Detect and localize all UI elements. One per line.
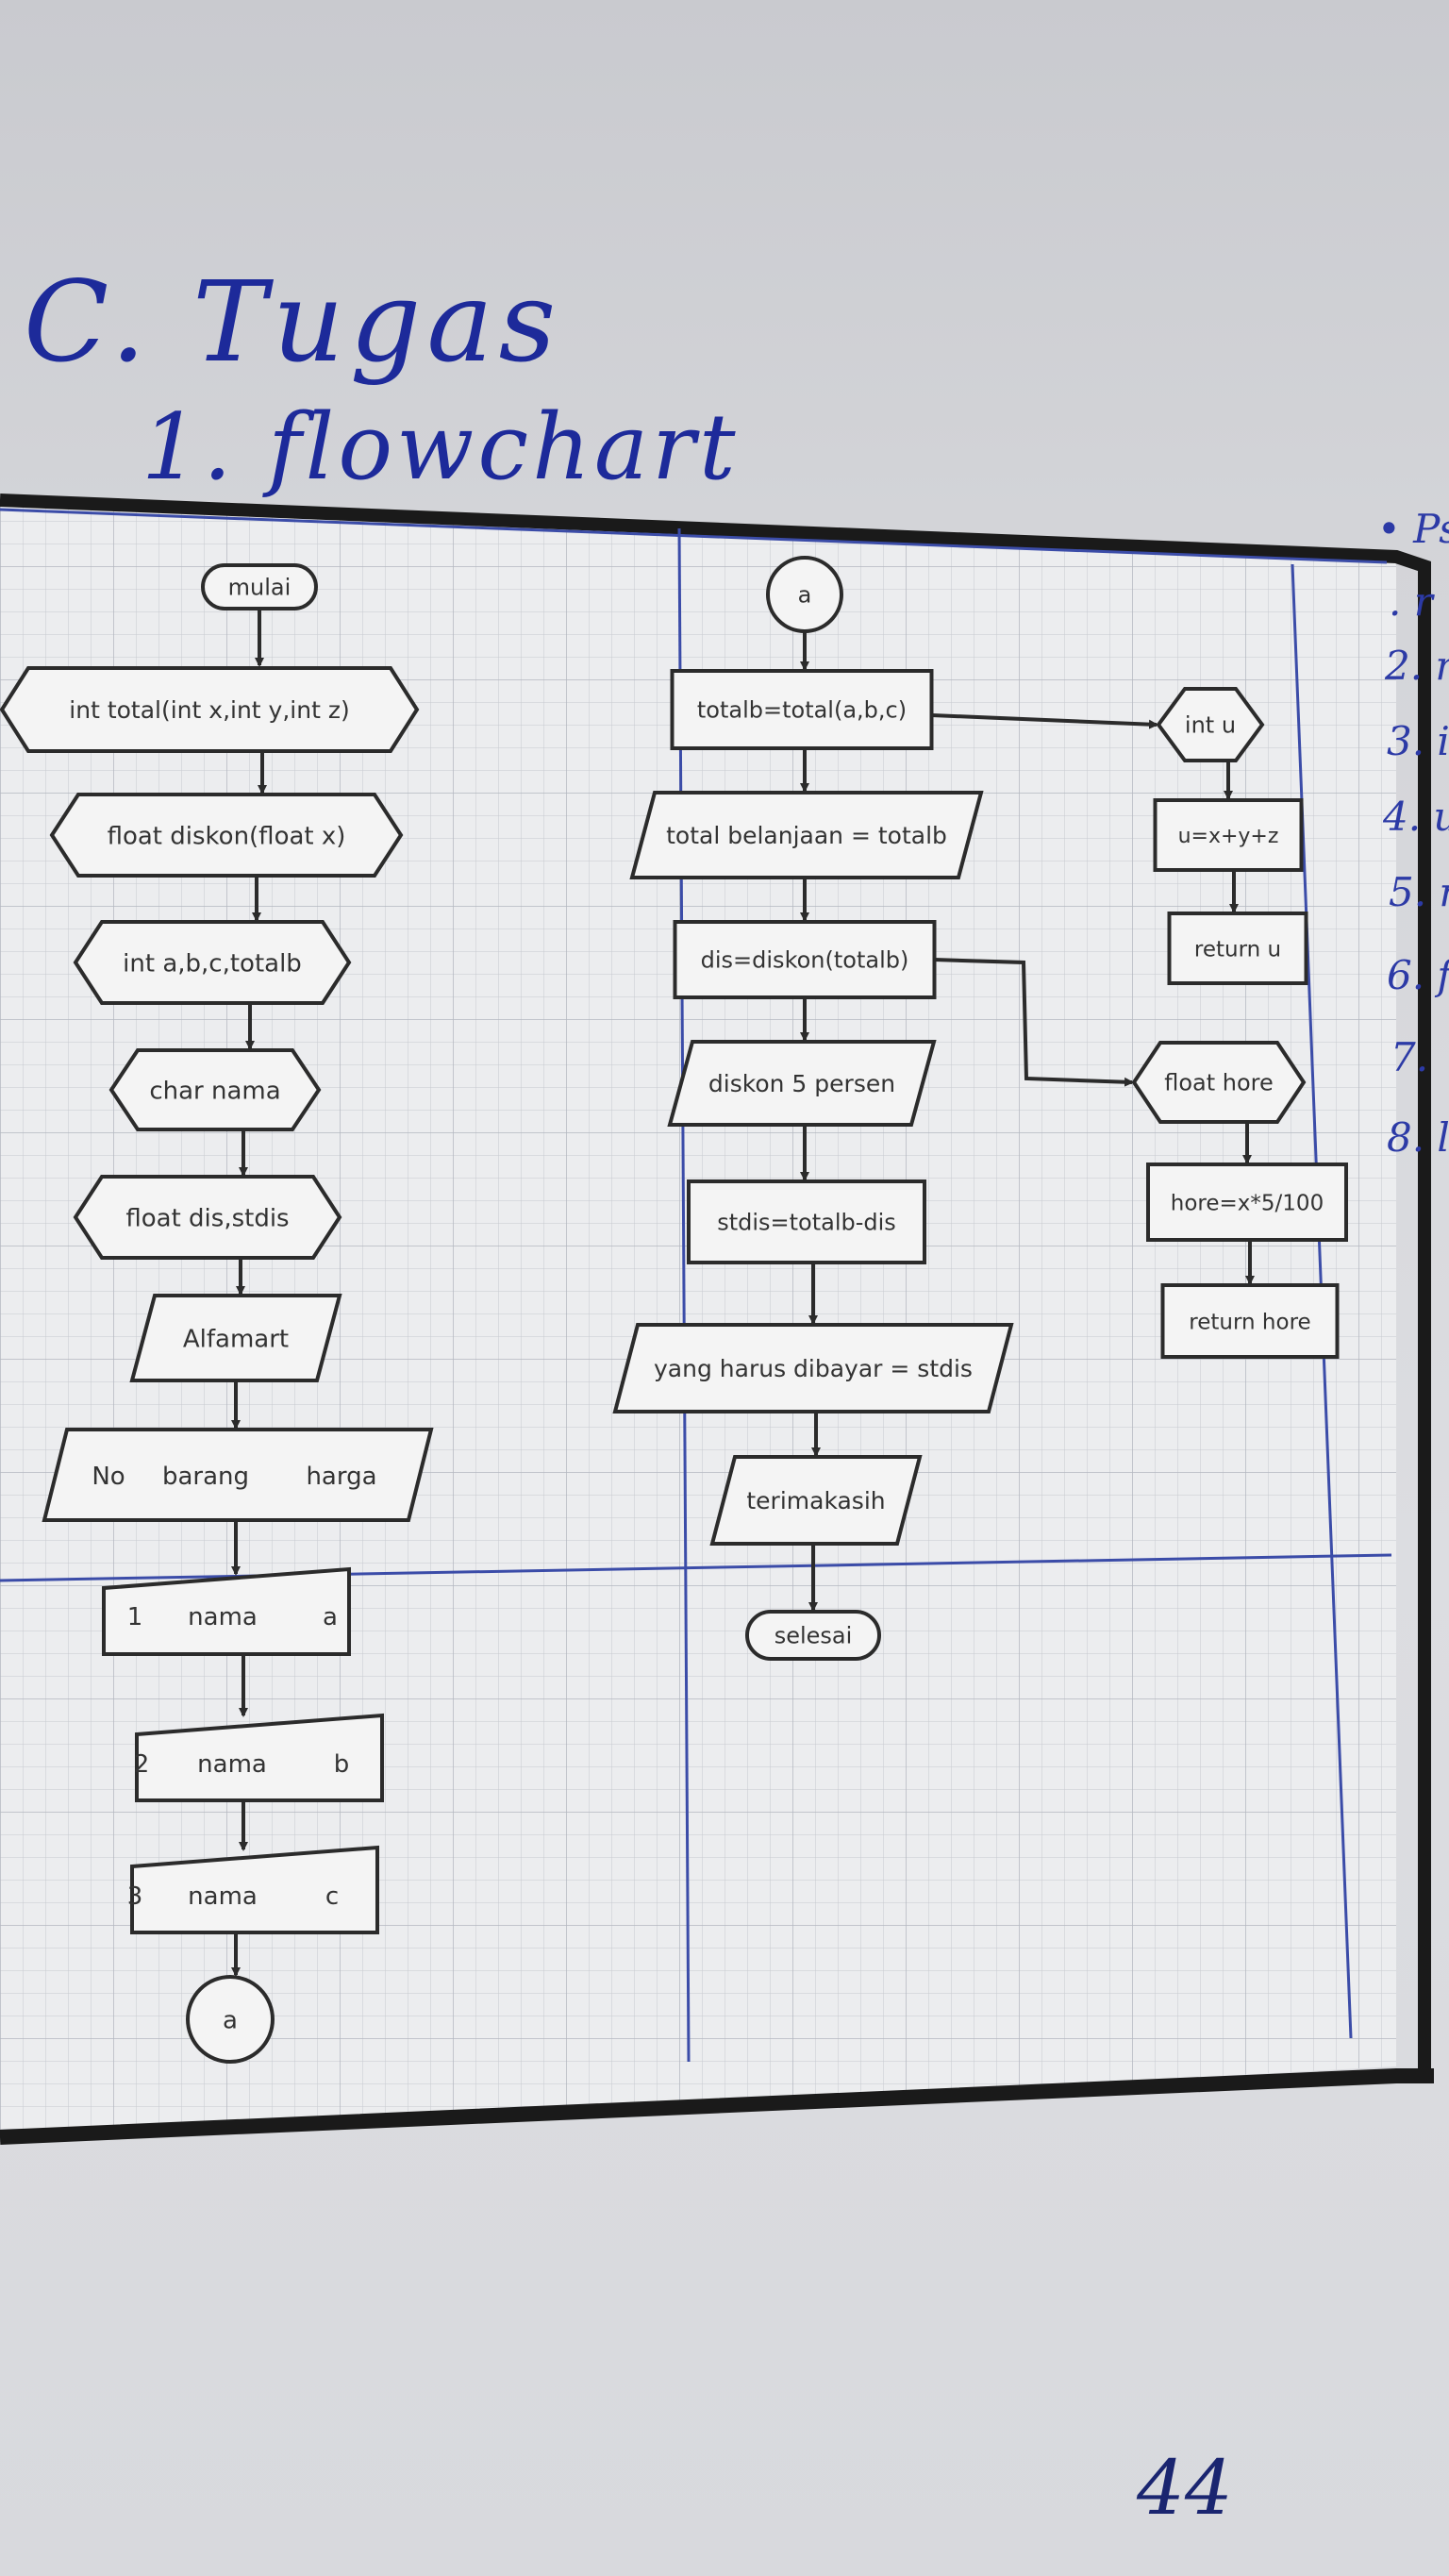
end-terminal-label: selesai: [774, 1623, 853, 1649]
output-diskon-label: diskon 5 persen: [708, 1070, 895, 1097]
decl-float-dis-shape: [73, 1175, 342, 1260]
func-return-u-shape: [1167, 912, 1308, 985]
figure-frame-top-right: [0, 493, 1431, 2076]
margin-note-8: 7.: [1391, 1034, 1428, 1080]
header-barang-label: barang: [162, 1463, 249, 1491]
connector-a-in-label: a: [798, 582, 812, 609]
connector-a-in-shape: [766, 556, 843, 633]
margin-note-3: 2. r: [1384, 643, 1449, 689]
row2-nama: nama: [197, 1750, 267, 1779]
row1-value: a: [323, 1603, 338, 1631]
output-yang-harus-label: yang harus dibayar = stdis: [654, 1355, 973, 1382]
proc-int-total-shape: [0, 666, 420, 753]
margin-note-4: 3. i: [1387, 718, 1449, 764]
start-terminal-label: mulai: [228, 575, 291, 601]
input-row-1-shape: [102, 1566, 351, 1656]
func-return-hore-shape: [1160, 1283, 1340, 1359]
func-u-calc-shape: [1153, 798, 1304, 872]
arrow-call-diskon: [933, 958, 1134, 1087]
margin-note-9: 8. l: [1387, 1114, 1449, 1161]
margin-note-2: . r: [1389, 578, 1436, 625]
proc-stdis-label: stdis=totalb-dis: [717, 1210, 896, 1236]
start-terminal-shape: [201, 563, 318, 611]
output-alfamart-shape: [129, 1294, 342, 1382]
func-float-hore-shape: [1131, 1041, 1307, 1124]
connector-a-out-shape: [186, 1975, 275, 2064]
func-return-hore-label: return hore: [1189, 1310, 1310, 1334]
decl-float-dis-label: float dis,stdis: [125, 1204, 289, 1232]
connector-a-out-label: a: [223, 2006, 238, 2034]
output-alfamart-label: Alfamart: [183, 1325, 289, 1353]
func-u-calc-label: u=x+y+z: [1178, 825, 1279, 848]
end-terminal-shape: [745, 1610, 881, 1661]
margin-note-1: • Ps: [1377, 506, 1449, 552]
margin-note-7: 6. f: [1387, 952, 1449, 998]
func-hore-calc-shape: [1146, 1163, 1348, 1242]
proc-totalb-shape: [670, 669, 934, 750]
func-hore-calc-label: hore=x*5/100: [1171, 1191, 1324, 1215]
proc-dis-shape: [673, 920, 937, 999]
decl-char-nama-label: char nama: [149, 1077, 280, 1105]
output-total-belanjaan-label: total belanjaan = totalb: [666, 822, 947, 849]
proc-int-total-label: int total(int x,int y,int z): [69, 696, 349, 724]
output-yang-harus-shape: [612, 1323, 1014, 1413]
header-no-label: No: [92, 1463, 125, 1491]
section-subheading: 1. flowchart: [142, 394, 740, 500]
input-row-2-shape: [135, 1713, 384, 1802]
output-terimakasih-label: terimakasih: [746, 1487, 885, 1514]
header-harga-label: harga: [306, 1463, 376, 1491]
row3-value: c: [325, 1882, 339, 1911]
row3-number: 3: [127, 1882, 143, 1911]
input-row-3-shape: [130, 1845, 379, 1934]
proc-float-diskon-shape: [49, 793, 404, 878]
output-terimakasih-shape: [709, 1455, 923, 1546]
page-number: 44: [1137, 2444, 1233, 2532]
decl-int-abc-shape: [73, 920, 352, 1005]
proc-stdis-shape: [687, 1179, 926, 1264]
output-total-belanjaan-shape: [629, 791, 984, 879]
margin-note-5: 4. u: [1382, 794, 1449, 840]
func-int-u-label: int u: [1185, 712, 1236, 739]
row1-number: 1: [127, 1603, 143, 1631]
decl-int-abc-label: int a,b,c,totalb: [123, 949, 302, 978]
output-diskon-shape: [667, 1040, 937, 1127]
func-int-u-shape: [1156, 687, 1265, 762]
row2-number: 2: [134, 1750, 150, 1779]
proc-dis-label: dis=diskon(totalb): [701, 947, 909, 974]
margin-note-6: 5. r: [1389, 869, 1449, 915]
proc-totalb-label: totalb=total(a,b,c): [697, 697, 907, 724]
row1-nama: nama: [188, 1603, 258, 1631]
proc-float-diskon-label: float diskon(float x): [108, 822, 346, 850]
func-float-hore-label: float hore: [1164, 1070, 1274, 1096]
decl-char-nama-shape: [108, 1048, 322, 1131]
func-return-u-label: return u: [1194, 937, 1281, 962]
figure-frame-bottom: [0, 2068, 1434, 2145]
output-header-row-shape: [42, 1428, 434, 1522]
page-heading: C. Tugas: [24, 257, 562, 387]
row2-value: b: [334, 1750, 350, 1779]
row3-nama: nama: [188, 1882, 258, 1911]
arrow-call-total: [931, 713, 1158, 729]
